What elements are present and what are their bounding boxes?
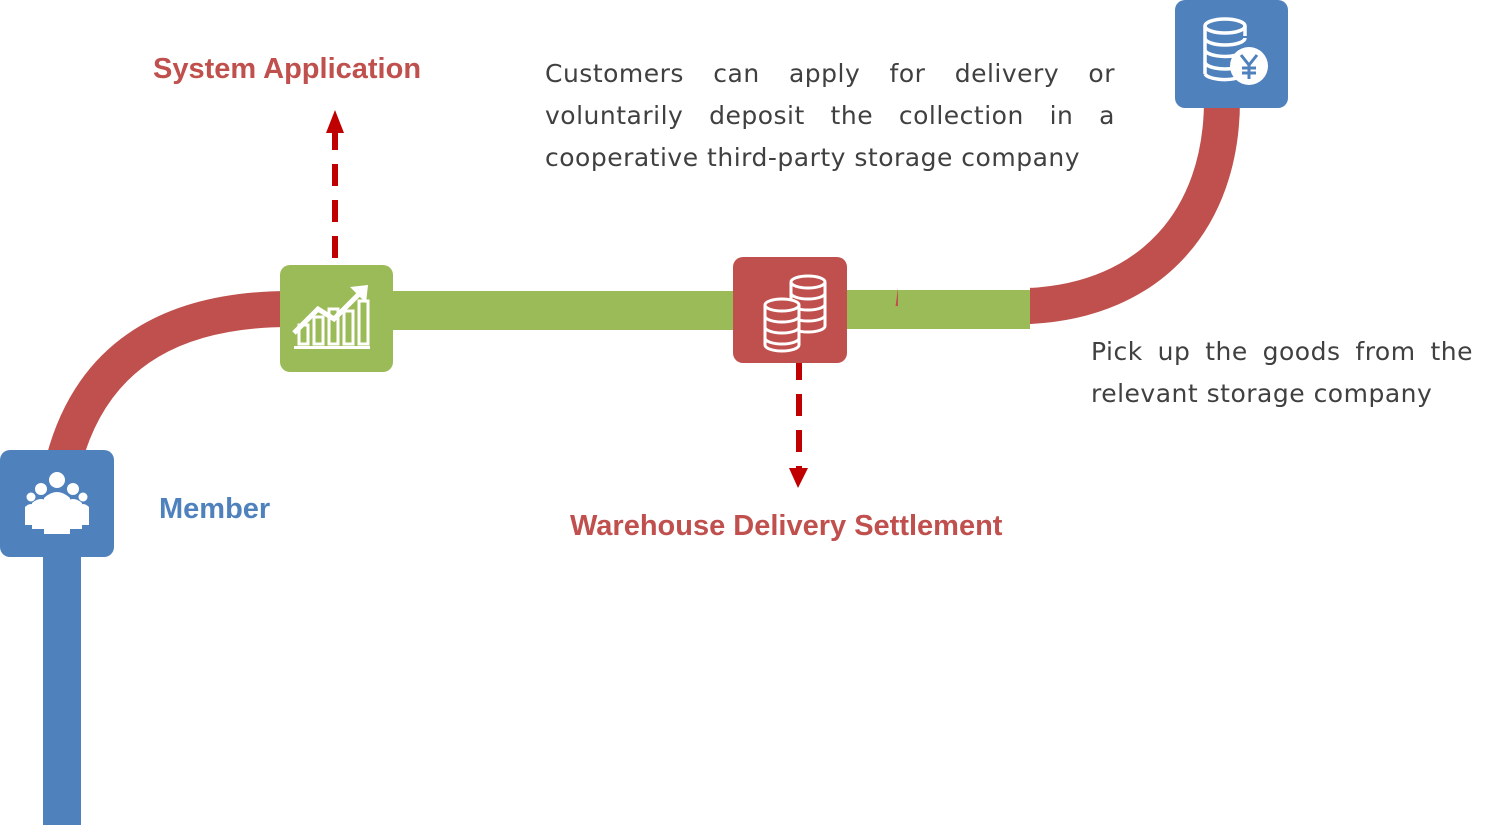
arrow-up-head <box>326 110 344 133</box>
people-group-icon <box>25 472 89 534</box>
system-application-node[interactable] <box>280 265 393 372</box>
pick-up-description: Pick up the goods from the relevant stor… <box>1091 337 1473 408</box>
growth-chart-icon <box>292 285 370 349</box>
coins-yen-icon <box>1203 17 1268 85</box>
warehouse-settlement-node[interactable] <box>733 257 847 363</box>
payment-node[interactable] <box>1175 0 1288 108</box>
member-vertical-path <box>43 540 81 825</box>
green-path-segment-2-top <box>898 290 1030 329</box>
apply-delivery-description: Customers can apply for delivery or volu… <box>545 59 1115 172</box>
member-node[interactable] <box>0 450 114 557</box>
arrow-down-head <box>789 468 808 488</box>
member-label: Member <box>159 493 271 525</box>
system-application-label: System Application <box>153 53 422 85</box>
red-curve-path-left <box>46 291 291 465</box>
green-path-segment-1 <box>385 291 745 330</box>
warehouse-settlement-label: Warehouse Delivery Settlement <box>570 510 1003 542</box>
red-curve-path-right <box>895 99 1240 325</box>
coin-stacks-icon <box>763 274 827 353</box>
